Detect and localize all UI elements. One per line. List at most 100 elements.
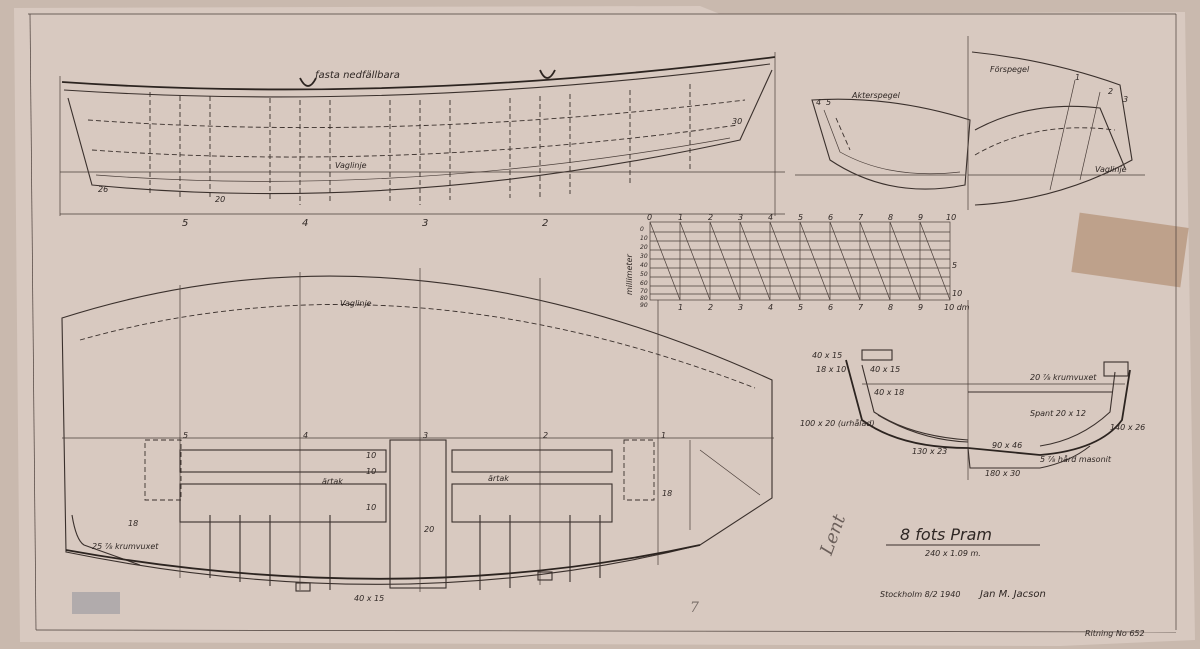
scale-grid: 0 1 2 3 4 5 6 7 8 9 10 1 2 3 4 5 6 7 8 9… [625, 213, 970, 312]
fitting-note: fasta nedfällbara [315, 70, 400, 81]
thwart-2 [179, 483, 387, 523]
pencil-mark: 7 [690, 600, 699, 616]
transom-mark-4: 4 [816, 98, 821, 107]
svg-text:3: 3 [738, 303, 743, 312]
svg-text:140 x 26: 140 x 26 [1110, 423, 1145, 432]
title-block: 8 fots Pram 240 x 1.09 m. Stockholm 8/2 … [880, 525, 1145, 638]
transom-outline [811, 98, 971, 190]
svg-text:0: 0 [640, 226, 644, 233]
svg-text:20: 20 [640, 244, 648, 251]
dimensions: 240 x 1.09 m. [925, 549, 981, 558]
inner-line-1 [87, 99, 746, 129]
svg-text:9: 9 [918, 303, 923, 312]
frame-bottom [35, 629, 1177, 633]
bow-mark-3: 3 [1123, 95, 1128, 104]
bow-mark: 30 [732, 117, 742, 126]
section-detail: 40 x 15 18 x 10 40 x 15 40 x 18 100 x 20… [800, 300, 1145, 480]
svg-text:8: 8 [888, 213, 893, 222]
svg-text:10 dm: 10 dm [944, 303, 970, 312]
inner-line-3 [95, 137, 731, 182]
thwart-1 [179, 449, 387, 473]
svg-text:4: 4 [768, 213, 773, 222]
oarlock-label-right: ärtak [488, 474, 509, 483]
thwart-4 [451, 483, 613, 523]
svg-text:40 x 15: 40 x 15 [870, 365, 900, 374]
svg-text:3: 3 [738, 213, 743, 222]
svg-text:10: 10 [366, 503, 376, 512]
svg-text:100 x 20 (urhålad): 100 x 20 (urhålad) [800, 418, 875, 428]
title: 8 fots Pram [900, 525, 992, 544]
svg-text:10: 10 [640, 235, 648, 242]
svg-text:10: 10 [366, 451, 376, 460]
svg-text:5: 5 [952, 261, 957, 270]
svg-text:90: 90 [640, 302, 648, 309]
transom-view: Akterspegel 4 5 [795, 91, 971, 190]
svg-text:50: 50 [640, 271, 648, 278]
svg-text:8: 8 [888, 303, 893, 312]
thwart-3 [451, 449, 613, 473]
bow-waterline-label: Vaglinje [1095, 165, 1127, 174]
svg-text:1: 1 [678, 213, 683, 222]
keel-mark: 20 [215, 195, 225, 204]
svg-text:2: 2 [708, 213, 713, 222]
sheer-line [61, 56, 776, 91]
svg-text:30: 30 [640, 253, 648, 260]
svg-text:40 x 18: 40 x 18 [874, 388, 904, 397]
side-view: fasta nedfällbara Vaglinje 30 26 20 5 4 … [59, 52, 785, 229]
svg-text:80: 80 [640, 295, 648, 302]
plan-waterline-label: Vaglinje [340, 299, 372, 308]
svg-text:7: 7 [858, 303, 864, 312]
paper-sheet [14, 6, 1195, 646]
frame-left-label: 18 [128, 519, 138, 528]
svg-text:5: 5 [798, 213, 803, 222]
svg-text:20 ⅞ krumvuxet: 20 ⅞ krumvuxet [1030, 373, 1097, 382]
svg-text:10: 10 [366, 467, 376, 476]
bow-mark-1: 1 [1075, 73, 1080, 82]
hull-profile [67, 69, 773, 195]
svg-text:2: 2 [708, 303, 713, 312]
svg-text:10: 10 [952, 289, 962, 298]
bow-label: Förspegel [990, 65, 1030, 74]
center-board [389, 439, 447, 589]
transom-mark-5: 5 [826, 98, 831, 107]
bow-outline [971, 51, 1133, 206]
svg-text:130 x 23: 130 x 23 [912, 447, 947, 456]
scale-axis-label: millimeter [625, 254, 634, 295]
svg-text:0: 0 [647, 213, 652, 222]
svg-text:60: 60 [640, 280, 648, 287]
tape-piece [1071, 212, 1189, 288]
oarlock-label-left: ärtak [322, 477, 343, 486]
station-4: 4 [302, 218, 308, 229]
svg-text:70: 70 [640, 288, 648, 295]
svg-text:40 x 15: 40 x 15 [812, 351, 842, 360]
svg-text:5: 5 [798, 303, 803, 312]
transom-label: Akterspegel [851, 91, 901, 100]
svg-text:90 x 46: 90 x 46 [992, 441, 1022, 450]
svg-text:180 x 30: 180 x 30 [985, 469, 1020, 478]
oarlock-2 [539, 69, 556, 79]
station-5: 5 [182, 218, 188, 229]
svg-text:2: 2 [543, 431, 548, 440]
plan-view: Vaglinje 5 4 3 2 1 10 10 10 ärtak ärtak … [61, 268, 774, 603]
inner-line-2 [91, 124, 739, 158]
place-date: Stockholm 8/2 1940 [880, 590, 960, 599]
svg-text:6: 6 [828, 303, 833, 312]
plan-outline [61, 275, 773, 585]
svg-text:Spant 20 x 12: Spant 20 x 12 [1030, 409, 1086, 418]
keel-dim-label: 40 x 15 [354, 594, 384, 603]
signature: Jan M. Jacson [978, 589, 1046, 600]
bow-view: Förspegel 1 2 3 Vaglinje [967, 36, 1145, 210]
bow-mark-2: 2 [1108, 87, 1113, 96]
plan-waterline-curve [79, 304, 756, 389]
frame-left [29, 13, 37, 631]
stern-mark: 26 [98, 185, 108, 194]
keel-line [65, 544, 701, 580]
svg-text:6: 6 [828, 213, 833, 222]
station-2: 2 [542, 218, 548, 229]
waterline-label: Vaglinje [335, 161, 367, 170]
station-3: 3 [422, 218, 428, 229]
oarlock-1 [299, 77, 317, 87]
svg-text:40: 40 [640, 262, 648, 269]
